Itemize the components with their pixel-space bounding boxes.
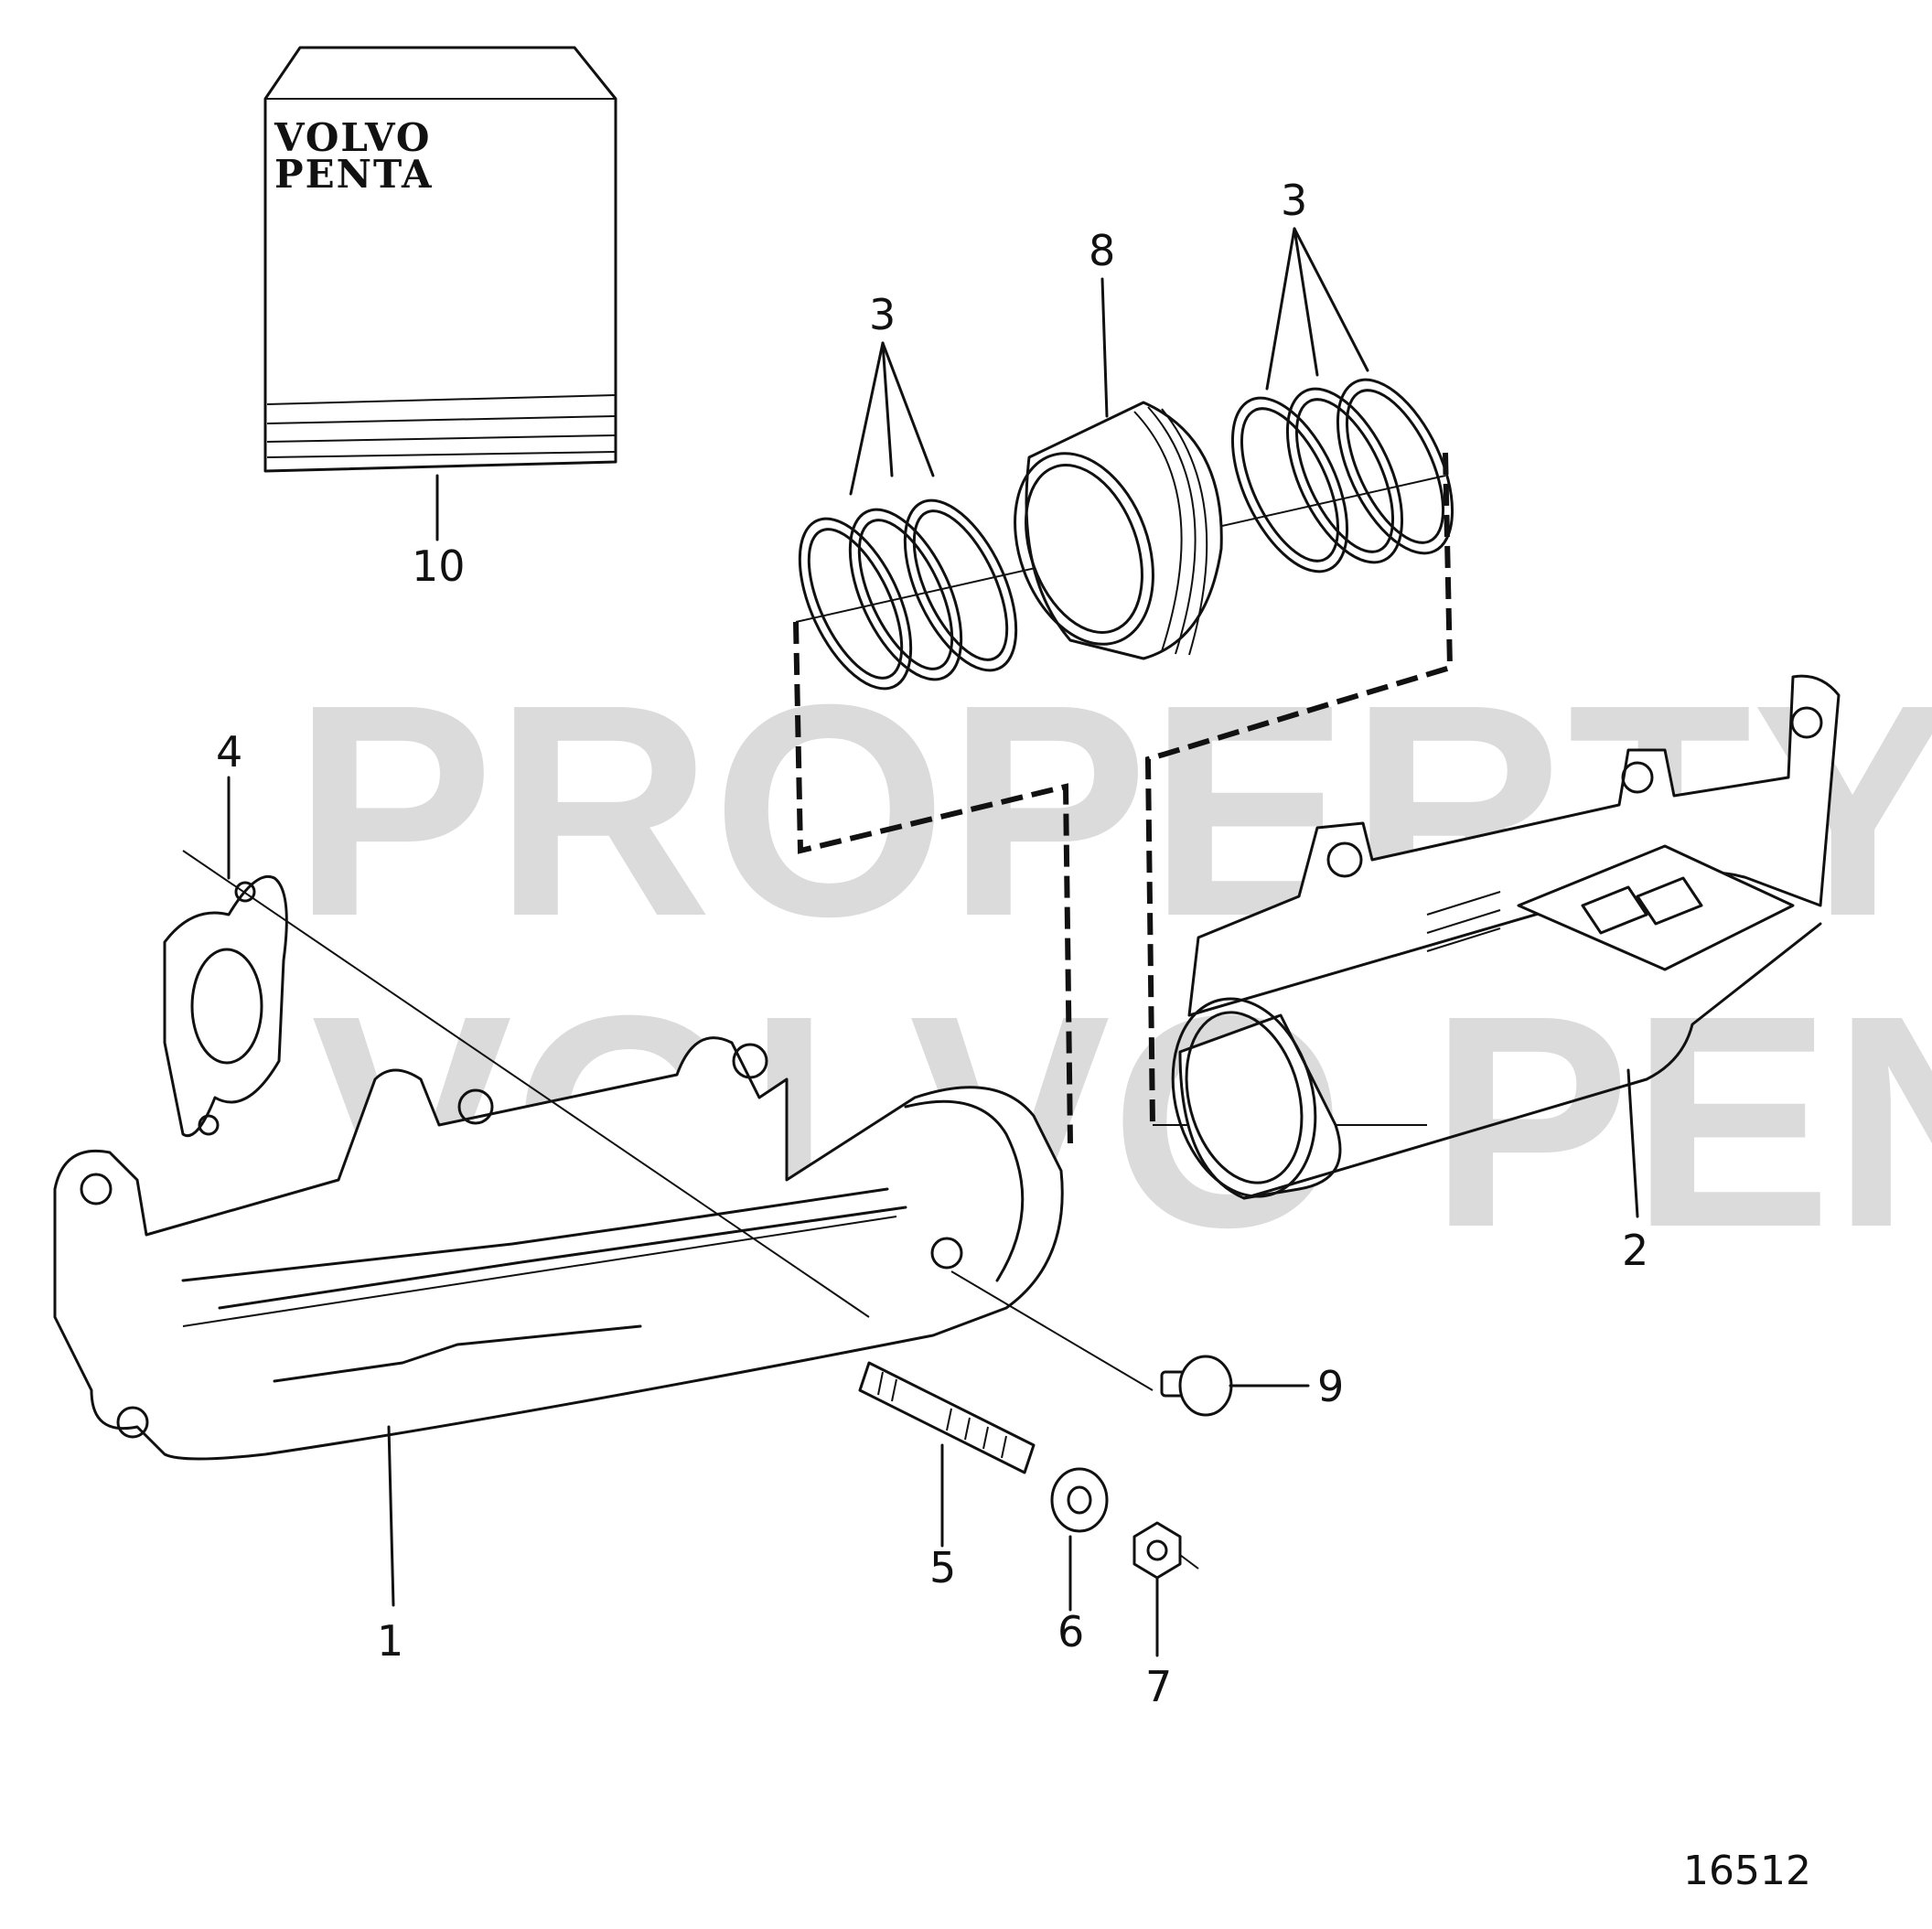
manual-booklet: VOLVO PENTA <box>263 46 617 541</box>
callout-3-left: 3 <box>869 290 896 339</box>
hex-nut <box>1132 1521 1199 1657</box>
drain-plug <box>950 1270 1310 1417</box>
connecting-sleeve <box>1014 401 1223 660</box>
callout-8: 8 <box>1089 226 1115 275</box>
stud-bolt <box>858 1361 1036 1548</box>
manual-brand-line-2: PENTA <box>274 152 434 197</box>
spacer-sleeve <box>1050 1467 1109 1612</box>
callouts: 1 2 3 3 4 5 6 7 8 9 10 <box>216 176 1648 1711</box>
callout-10: 10 <box>412 541 466 591</box>
callout-7: 7 <box>1145 1662 1172 1711</box>
callout-4: 4 <box>216 727 242 777</box>
callout-5: 5 <box>929 1543 956 1592</box>
drawing-number: 16512 <box>1683 1848 1811 1894</box>
exhaust-manifold-left <box>53 1036 1064 1607</box>
flange-gasket <box>163 776 870 1318</box>
callout-3-right: 3 <box>1281 176 1307 225</box>
manual-brand-line-1: VOLVO <box>274 115 431 160</box>
callout-2: 2 <box>1622 1226 1648 1275</box>
exhaust-manifold-right <box>1171 674 1841 1218</box>
leader-lines <box>849 227 1369 496</box>
callout-6: 6 <box>1057 1607 1084 1656</box>
callout-1: 1 <box>377 1616 403 1666</box>
sealing-rings-right <box>1230 378 1454 573</box>
callout-9: 9 <box>1317 1362 1344 1411</box>
